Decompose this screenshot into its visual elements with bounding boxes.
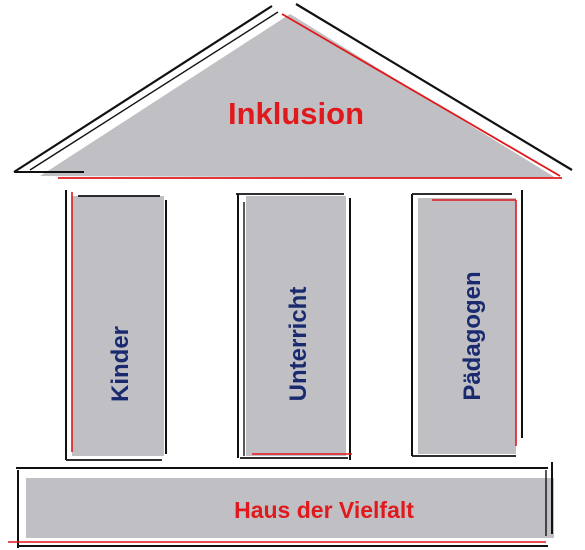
pillar-unterricht: Unterricht bbox=[236, 193, 352, 460]
pillar-unterricht-shape bbox=[246, 196, 346, 456]
roof-title: Inklusion bbox=[228, 96, 364, 131]
roof-outline-left-inner bbox=[29, 11, 279, 171]
roof-outline-left bbox=[13, 5, 273, 173]
roof: Inklusion bbox=[13, 3, 573, 179]
pillar-kinder-label: Kinder bbox=[107, 326, 134, 402]
base: Haus der Vielfalt bbox=[8, 462, 554, 548]
pillar-unterricht-label: Unterricht bbox=[285, 287, 312, 402]
roof-outline-right bbox=[295, 3, 573, 171]
pillar-paedagogen-label: Pädagogen bbox=[459, 271, 486, 400]
pillar-kinder-shape bbox=[72, 196, 164, 456]
roof-shape bbox=[40, 14, 556, 178]
base-shape bbox=[26, 478, 554, 538]
base-title: Haus der Vielfalt bbox=[234, 497, 414, 523]
pillar-kinder: Kinder bbox=[65, 190, 167, 461]
pillar-paedagogen: Pädagogen bbox=[411, 190, 523, 457]
roof-accent-right bbox=[281, 13, 561, 177]
pillar-paedagogen-shape bbox=[418, 198, 516, 454]
